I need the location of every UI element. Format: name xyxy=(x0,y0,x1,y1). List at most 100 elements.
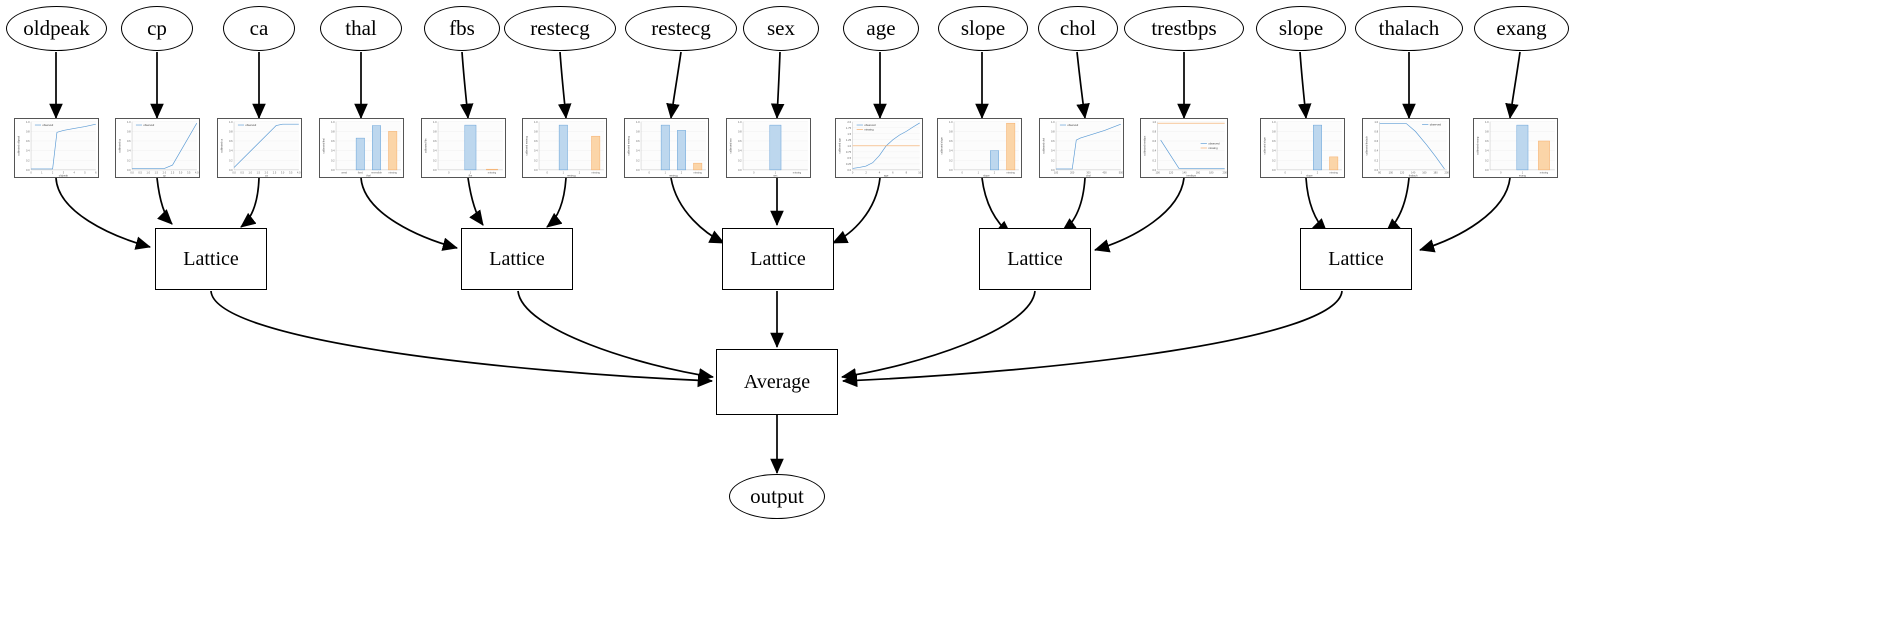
svg-text:120: 120 xyxy=(1400,171,1405,174)
feature-node-exang[interactable]: exang xyxy=(1474,6,1569,51)
svg-text:0.2: 0.2 xyxy=(738,158,742,162)
svg-text:0.8: 0.8 xyxy=(26,129,30,133)
svg-text:0.6: 0.6 xyxy=(433,139,437,143)
svg-text:calibrated chol: calibrated chol xyxy=(1042,137,1045,153)
feature-node-thal[interactable]: thal xyxy=(320,6,402,51)
svg-text:1.75: 1.75 xyxy=(846,126,852,130)
svg-text:140: 140 xyxy=(1182,171,1187,174)
feature-node-cp[interactable]: cp xyxy=(121,6,193,51)
output-label: output xyxy=(750,484,804,508)
feature-label: ca xyxy=(249,16,269,40)
svg-text:missing: missing xyxy=(1540,171,1549,174)
svg-text:1.0: 1.0 xyxy=(433,120,437,124)
lattice-box-1[interactable]: Lattice xyxy=(461,228,573,290)
output-node[interactable]: output xyxy=(729,474,825,519)
feature-label: fbs xyxy=(449,16,475,40)
svg-text:0.2: 0.2 xyxy=(1272,158,1276,162)
svg-text:1.0: 1.0 xyxy=(636,120,640,124)
svg-text:0.4: 0.4 xyxy=(331,149,335,153)
average-box[interactable]: Average xyxy=(716,349,838,415)
feature-node-slope-2[interactable]: slope xyxy=(1256,6,1346,51)
svg-text:1.5: 1.5 xyxy=(847,132,851,136)
svg-text:0.8: 0.8 xyxy=(127,129,131,133)
svg-text:200: 200 xyxy=(1070,171,1075,174)
svg-text:calibrated slope: calibrated slope xyxy=(1263,137,1266,155)
svg-text:missing: missing xyxy=(1329,171,1338,174)
svg-text:0.8: 0.8 xyxy=(433,129,437,133)
svg-text:0.6: 0.6 xyxy=(1152,139,1156,143)
svg-text:0.4: 0.4 xyxy=(738,149,742,153)
svg-text:0: 0 xyxy=(852,171,854,174)
feature-node-trestbps[interactable]: trestbps xyxy=(1124,6,1244,51)
svg-text:0.8: 0.8 xyxy=(1485,129,1489,133)
svg-text:observed: observed xyxy=(864,123,876,127)
feature-label: thal xyxy=(345,16,377,40)
svg-text:calibrated restecg: calibrated restecg xyxy=(525,136,528,156)
svg-text:0.2: 0.2 xyxy=(1485,158,1489,162)
svg-text:500: 500 xyxy=(1119,171,1123,174)
svg-text:observed: observed xyxy=(1067,123,1078,127)
svg-text:8: 8 xyxy=(906,171,908,174)
svg-text:3.0: 3.0 xyxy=(281,171,285,174)
svg-text:2.5: 2.5 xyxy=(171,171,175,174)
feature-node-thalach[interactable]: thalach xyxy=(1355,6,1463,51)
feature-node-oldpeak[interactable]: oldpeak xyxy=(6,6,107,51)
svg-text:0.4: 0.4 xyxy=(636,149,640,153)
lattice-box-2[interactable]: Lattice xyxy=(722,228,834,290)
feature-node-chol[interactable]: chol xyxy=(1038,6,1118,51)
svg-text:calibrated slope: calibrated slope xyxy=(940,137,943,155)
feature-label: trestbps xyxy=(1151,16,1217,40)
feature-node-ca[interactable]: ca xyxy=(223,6,295,51)
svg-text:100: 100 xyxy=(1155,171,1160,174)
svg-text:0.4: 0.4 xyxy=(1051,149,1055,153)
feature-label: slope xyxy=(960,16,1006,40)
svg-text:trestbps: trestbps xyxy=(1186,174,1196,177)
feature-node-slope-1[interactable]: slope xyxy=(938,6,1028,51)
lattice-box-3[interactable]: Lattice xyxy=(979,228,1091,290)
svg-text:100: 100 xyxy=(1054,171,1059,174)
svg-text:2.0: 2.0 xyxy=(847,120,851,124)
svg-text:calibrated exang: calibrated exang xyxy=(1476,136,1479,155)
svg-text:1: 1 xyxy=(563,171,565,174)
svg-text:chol: chol xyxy=(1086,173,1091,177)
svg-text:0.6: 0.6 xyxy=(738,139,742,143)
feature-node-sex[interactable]: sex xyxy=(743,6,819,51)
feature-node-restecg-2[interactable]: restecg xyxy=(625,6,737,51)
svg-text:0.0: 0.0 xyxy=(232,171,236,174)
svg-text:0.2: 0.2 xyxy=(127,158,131,162)
svg-text:restecg: restecg xyxy=(567,173,576,177)
svg-text:0.4: 0.4 xyxy=(26,149,30,153)
svg-text:observed: observed xyxy=(42,123,53,127)
svg-text:0.75: 0.75 xyxy=(846,150,852,154)
svg-text:4: 4 xyxy=(879,171,881,174)
svg-text:6: 6 xyxy=(95,171,97,174)
svg-text:2: 2 xyxy=(994,171,996,174)
svg-text:140: 140 xyxy=(1411,171,1416,174)
svg-text:0.4: 0.4 xyxy=(1272,149,1276,153)
svg-text:0.8: 0.8 xyxy=(331,129,335,133)
svg-text:3: 3 xyxy=(63,171,65,174)
svg-text:0: 0 xyxy=(546,171,548,174)
svg-text:0.2: 0.2 xyxy=(1152,158,1156,162)
svg-text:3.0: 3.0 xyxy=(179,171,183,174)
svg-text:0.0: 0.0 xyxy=(1051,168,1055,172)
feature-node-restecg-1[interactable]: restecg xyxy=(504,6,616,51)
svg-text:2.5: 2.5 xyxy=(273,171,277,174)
svg-text:0.2: 0.2 xyxy=(636,158,640,162)
feature-node-age[interactable]: age xyxy=(843,6,919,51)
feature-label: restecg xyxy=(651,16,711,40)
feature-label: age xyxy=(866,16,896,40)
feature-node-fbs[interactable]: fbs xyxy=(424,6,500,51)
svg-text:0.2: 0.2 xyxy=(949,158,953,162)
svg-text:200: 200 xyxy=(1445,171,1449,174)
feature-label: slope xyxy=(1278,16,1324,40)
svg-text:0.0: 0.0 xyxy=(847,168,851,172)
lattice-box-0[interactable]: Lattice xyxy=(155,228,267,290)
lattice-box-4[interactable]: Lattice xyxy=(1300,228,1412,290)
